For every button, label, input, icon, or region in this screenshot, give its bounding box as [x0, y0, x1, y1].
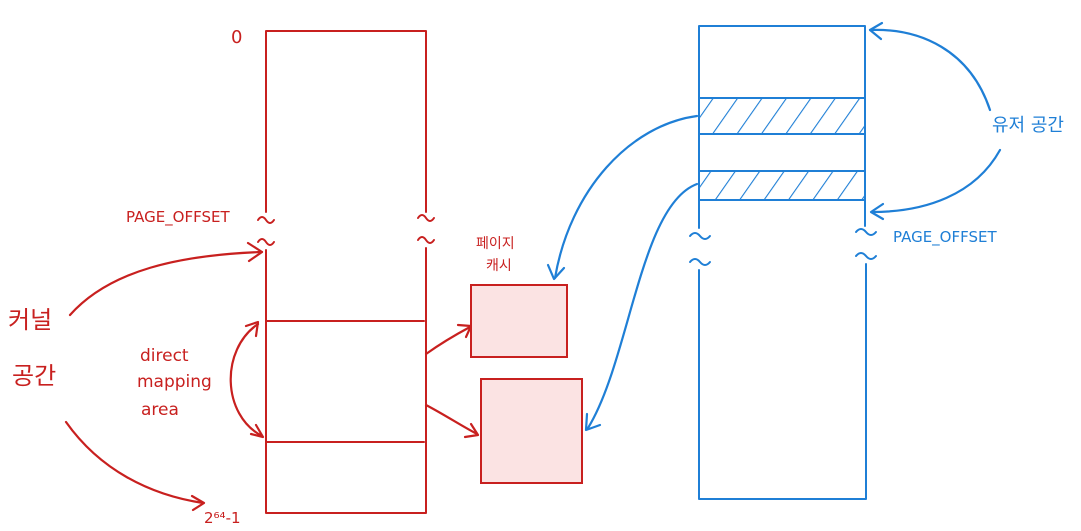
kernel-address-bottom-label: 2⁶⁴-1	[204, 509, 241, 527]
user-mapped-region-1	[698, 97, 866, 135]
kernel-to-page-cache-1-arrow	[424, 325, 472, 356]
user-break-mark-left-bottom	[689, 258, 711, 266]
direct-mapping-label-line1: direct	[140, 346, 189, 366]
kernel-space-label-line1: 커널	[8, 306, 52, 334]
page-cache-block-2	[480, 378, 583, 484]
user-space-to-top-arrowhead	[868, 21, 884, 41]
kernel-break-mark-right-bottom	[417, 236, 435, 244]
kernel-space-to-page-offset-arrowhead	[246, 241, 264, 263]
kernel-break-mark-right-top	[417, 214, 435, 222]
kernel-address-top-label: 0	[231, 27, 242, 48]
kernel-space-label-line2: 공간	[12, 362, 56, 390]
user-column-bottom	[698, 263, 867, 500]
page-cache: 페이지 캐시	[470, 236, 583, 484]
user-space-to-page-offset-arrow	[870, 148, 1002, 214]
user-arrows	[546, 21, 1002, 432]
user-space-label: 유저 공간	[992, 115, 1064, 136]
user-region-1-to-page-cache-arrowhead	[546, 263, 566, 281]
kernel-address-space	[257, 30, 435, 514]
user-region-1-to-page-cache-arrow	[553, 114, 699, 280]
direct-mapping-bracket-arrowhead-bottom	[249, 423, 265, 439]
user-space-to-top-arrow	[868, 28, 992, 112]
user-address-space	[689, 25, 877, 500]
kernel-page-offset-label: PAGE_OFFSET	[126, 208, 230, 227]
kernel-arrows	[64, 241, 480, 512]
user-mapped-region-2	[698, 170, 866, 201]
page-cache-label-line1: 페이지	[476, 236, 515, 252]
user-region-2-to-page-cache-arrowhead	[584, 412, 602, 432]
kernel-to-page-cache-2-arrow	[424, 403, 479, 436]
direct-mapping-bracket-arrowhead-top	[244, 320, 260, 338]
page-cache-label-line2: 캐시	[486, 258, 512, 274]
kernel-to-page-cache-2-arrowhead	[463, 422, 480, 439]
kernel-space-to-bottom-arrow	[64, 420, 205, 505]
user-break-mark-right-top	[855, 228, 877, 236]
user-break-mark-right-bottom	[855, 252, 877, 260]
direct-mapping-bracket-arrow	[229, 322, 264, 438]
direct-mapping-label-line2: mapping	[137, 372, 212, 392]
kernel-space-to-page-offset-arrow	[68, 250, 264, 317]
kernel-break-mark-left-top	[257, 216, 275, 224]
kernel-column-bottom	[265, 247, 427, 514]
page-cache-block-1	[470, 284, 568, 358]
user-break-mark-left-top	[689, 232, 711, 240]
user-region-2-to-page-cache-arrow	[586, 182, 699, 430]
kernel-break-mark-left-bottom	[257, 238, 275, 246]
user-page-offset-label: PAGE_OFFSET	[893, 228, 997, 247]
direct-mapping-label-line3: area	[141, 400, 179, 420]
user-space-to-page-offset-arrowhead	[869, 202, 885, 221]
kernel-space-to-bottom-arrowhead	[190, 494, 206, 512]
kernel-column-top	[265, 30, 427, 213]
